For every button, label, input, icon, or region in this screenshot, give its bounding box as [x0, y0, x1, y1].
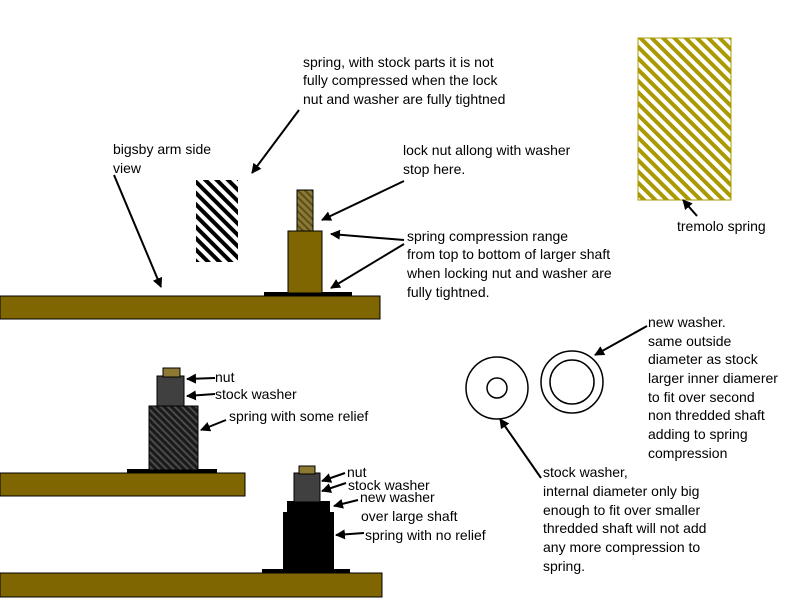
spring-bottom [283, 512, 334, 570]
mid-spring-label: spring with some relief [229, 408, 368, 424]
large-shaft-top [287, 230, 323, 294]
base-plate-middle [127, 469, 217, 473]
arrow-stock-washer [499, 418, 542, 479]
bottom-new-washer-label: new washer [360, 489, 435, 505]
arrows [113, 109, 698, 540]
bigsby-arm-middle [0, 472, 246, 497]
bottom-spring-label: spring with no relief [365, 527, 486, 543]
arrow-new-washer [594, 325, 648, 356]
bottom-stock-washer-label: stock washer [348, 477, 430, 493]
arrow-spring-note [251, 109, 300, 174]
bigsby-arm-top [0, 295, 381, 320]
tremolo-spring-box [637, 37, 732, 201]
arrow-bot-spring [335, 529, 365, 540]
stock-washer-bottom [293, 472, 321, 503]
arrow-bot-new-washer [333, 498, 359, 509]
spring-note-label: spring, with stock parts it is not fully… [303, 54, 505, 107]
spring-hatched-top [196, 180, 238, 262]
new-washer-inner [549, 359, 595, 405]
arrow-arm-side-view [113, 174, 163, 288]
base-plate-bottom [262, 569, 350, 573]
arrow-mid-nut [186, 373, 216, 384]
tremolo-spring-label: tremolo spring [677, 218, 766, 234]
arrow-bot-nut [321, 472, 346, 483]
new-washer-description: new washer. same outside diameter as sto… [648, 314, 782, 461]
base-plate-top [264, 292, 352, 296]
spring-middle [148, 405, 199, 471]
arrow-compression-top [330, 229, 405, 241]
arrow-tremolo-spring [682, 199, 698, 217]
mid-nut-label: nut [215, 369, 235, 385]
arrow-mid-spring [200, 419, 227, 432]
stock-washer-description: stock washer, internal diameter only big… [543, 464, 710, 574]
arrow-bot-stock-washer [321, 482, 347, 493]
lock-nut-label: lock nut allong with washer stop here. [403, 142, 574, 177]
stock-washer-middle [156, 375, 185, 407]
mid-stock-washer-label: stock washer [215, 386, 297, 402]
stock-washer-inner [486, 377, 508, 399]
arrow-lock-nut [321, 180, 405, 221]
bottom-over-shaft-label: over large shaft [361, 508, 458, 524]
new-washer-bottom [287, 501, 330, 513]
nut-middle [162, 367, 181, 378]
threaded-shaft-top [296, 189, 314, 232]
bottom-nut-label: nut [347, 464, 367, 480]
arrow-compression-bottom [330, 243, 405, 289]
arm-side-view-label: bigsby arm side view [113, 141, 215, 176]
bigsby-arm-bottom [0, 572, 383, 598]
compression-range-label: spring compression range from top to bot… [406, 228, 616, 300]
nut-bottom [298, 465, 316, 475]
arrow-mid-stock-washer [186, 390, 216, 401]
